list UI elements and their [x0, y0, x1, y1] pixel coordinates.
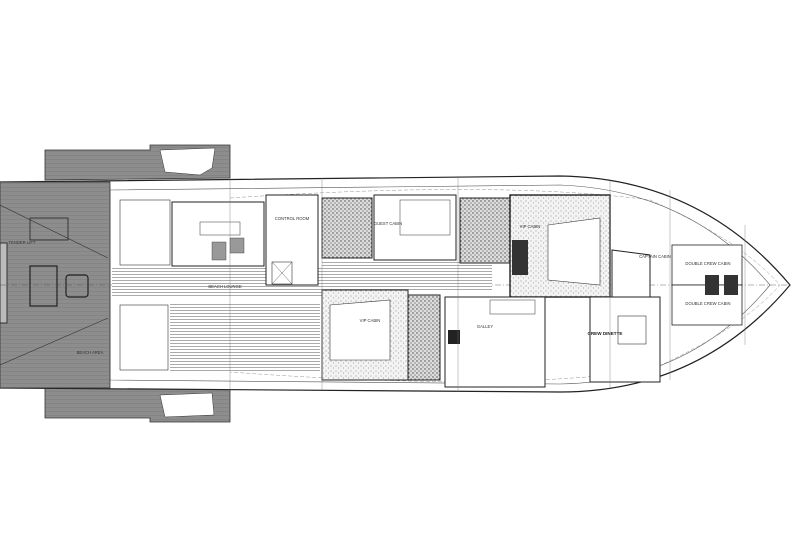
hatch-bottom	[159, 392, 215, 418]
label-captain-cabin: CAPTAIN CABIN	[639, 254, 671, 259]
captain-cabin	[611, 249, 651, 298]
tender-lift-cover	[29, 265, 58, 307]
vip-ensuite-stbd	[459, 197, 511, 264]
crew-dinette	[589, 296, 661, 383]
bench	[199, 221, 241, 236]
stairs	[724, 275, 738, 295]
aft-lounge-floor	[170, 302, 320, 372]
vip-bed	[547, 217, 601, 286]
guest-cabin	[373, 194, 457, 261]
vip-bed	[329, 299, 391, 361]
construction-line	[0, 317, 109, 366]
label-guest-cabin: GUEST CABIN	[374, 221, 402, 226]
label-double-crew-cabin-2: DOUBLE CREW CABIN	[685, 301, 730, 306]
cooktop	[448, 330, 460, 344]
equipment	[229, 237, 245, 254]
galley	[444, 296, 546, 388]
frame-lines	[229, 176, 746, 392]
lift-shaft	[271, 261, 293, 285]
label-tender-lift: TENDER LIFT	[9, 240, 36, 245]
beach-locker	[29, 217, 69, 241]
label-control-room: CONTROL ROOM	[275, 216, 310, 221]
guest-bed	[399, 199, 451, 236]
vip-ensuite-port	[407, 294, 441, 381]
label-beach-lounge: BEACH LOUNGE	[208, 284, 241, 289]
guest-ensuite	[321, 197, 373, 259]
stairs	[705, 275, 719, 295]
label-vip-cabin-port: VIP CABIN	[360, 318, 381, 323]
hatch-top	[159, 147, 216, 176]
beach-hatch	[65, 274, 89, 298]
label-galley: GALLEY	[477, 324, 494, 329]
construction-line	[0, 204, 109, 259]
dinette-table	[617, 315, 647, 345]
label-vip-cabin-stbd: VIP CABIN	[520, 224, 541, 229]
stairs	[512, 240, 528, 275]
tender-lift-hatch	[0, 242, 8, 324]
aft-storage	[119, 304, 169, 371]
label-crew-dinette: CREW DINETTE	[588, 331, 623, 336]
label-beach-area: BEACH AREA	[77, 350, 104, 355]
equipment	[211, 241, 227, 261]
label-double-crew-cabin-1: DOUBLE CREW CABIN	[685, 261, 730, 266]
aft-storage	[119, 199, 171, 266]
counter	[489, 299, 536, 315]
corridor-floor	[322, 262, 492, 290]
